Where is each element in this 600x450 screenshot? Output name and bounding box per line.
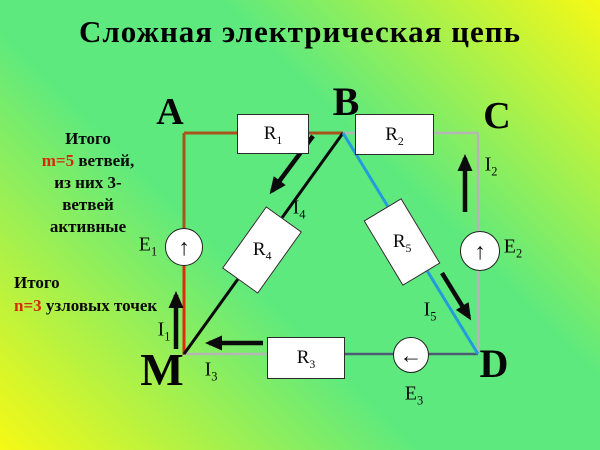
node-label-m: М xyxy=(140,344,184,395)
resistor-r1: R1 xyxy=(237,114,309,154)
node-label-a: А xyxy=(156,91,184,133)
note-branches-line3: из них 3- xyxy=(54,173,122,192)
resistor-r1-label: R1 xyxy=(263,123,283,147)
resistor-r3: R3 xyxy=(267,337,345,379)
source-e1-arrow-icon: ↑ xyxy=(178,234,190,260)
current-i1-label: I1 xyxy=(157,318,171,344)
source-e3-label: E3 xyxy=(404,382,424,408)
resistor-r4-label: R4 xyxy=(252,239,272,263)
nodes-count: n=3 xyxy=(14,296,42,315)
node-label-b: В xyxy=(332,79,360,124)
current-i5-label: I5 xyxy=(423,298,437,324)
source-e2: ↑ xyxy=(460,231,500,271)
note-nodes: Итого n=3 узловых точек xyxy=(14,271,194,317)
resistor-r2: R2 xyxy=(355,114,434,155)
note-branches-line5: активные xyxy=(49,217,127,236)
node-label-d: D xyxy=(479,341,509,386)
note-branches-line4: ветвей xyxy=(62,195,114,214)
resistor-r5-label: R5 xyxy=(392,230,412,255)
note-branches-line1: Итого xyxy=(65,129,111,148)
note-nodes-line1: Итого xyxy=(14,273,60,292)
note-nodes-line2: n=3 узловых точек xyxy=(14,296,158,315)
branches-count: m=5 xyxy=(41,151,75,170)
source-e3-arrow-icon: ← xyxy=(399,342,423,368)
note-branches-line2: m=5 ветвей, xyxy=(41,151,135,170)
source-e2-label: E2 xyxy=(503,235,523,261)
note-branches: Итого m=5 ветвей, из них 3- ветвей актив… xyxy=(8,128,168,238)
source-e3: ← xyxy=(393,337,429,373)
source-e1-label: E1 xyxy=(138,233,158,259)
node-label-c: С xyxy=(483,95,511,137)
current-arrow-i5 xyxy=(440,271,472,321)
source-e1: ↑ xyxy=(165,228,203,266)
resistor-r3-label: R3 xyxy=(296,347,316,371)
current-i2-label: I2 xyxy=(484,153,498,179)
slide-title: Сложная электрическая цепь xyxy=(78,14,522,49)
source-e2-arrow-icon: ↑ xyxy=(474,238,486,264)
current-i3-label: I3 xyxy=(204,358,218,384)
current-i4-label: I4 xyxy=(292,196,306,222)
resistor-r2-label: R2 xyxy=(385,123,404,148)
